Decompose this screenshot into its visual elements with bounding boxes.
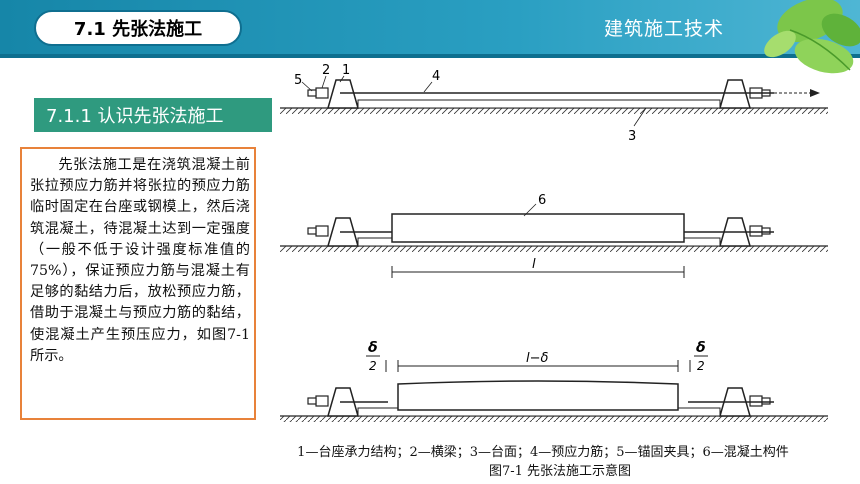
label-4: 4 bbox=[432, 69, 440, 84]
label-5: 5 bbox=[294, 73, 302, 88]
dimension-l-delta: l−δ bbox=[526, 351, 549, 366]
panel-stage-1: 5 2 1 4 3 bbox=[280, 63, 828, 144]
panel-stage-2: 6 l bbox=[280, 193, 828, 278]
section-title: 7.1 先张法施工 bbox=[34, 10, 242, 46]
label-1: 1 bbox=[342, 63, 350, 78]
dimension-l: l bbox=[532, 257, 536, 272]
header-stripe bbox=[0, 54, 860, 58]
delta-left: δ bbox=[368, 340, 378, 356]
label-3: 3 bbox=[628, 129, 636, 144]
delta-right: δ bbox=[696, 340, 706, 356]
subsection-title: 7.1.1 认识先张法施工 bbox=[34, 98, 272, 132]
course-title: 建筑施工技术 bbox=[604, 18, 725, 40]
figure-legend: 1—台座承力结构；2—横梁；3—台面；4—预应力筋；5—锚固夹具；6—混凝土构件 bbox=[297, 445, 789, 460]
panel-stage-3: l−δ δ 2 δ 2 bbox=[280, 340, 828, 422]
figure-caption: 图7-1 先张法施工示意图 bbox=[488, 464, 632, 479]
two-left: 2 bbox=[369, 359, 377, 373]
label-2: 2 bbox=[322, 63, 330, 78]
label-6: 6 bbox=[538, 193, 546, 208]
description-text: 先张法施工是在浇筑混凝土前张拉预应力筋并将张拉的预应力筋临时固定在台座或钢模上，… bbox=[20, 147, 256, 420]
pretensioning-diagram: 5 2 1 4 3 6 l bbox=[280, 63, 828, 422]
leaf-decoration-icon bbox=[764, 0, 860, 74]
two-right: 2 bbox=[697, 359, 705, 373]
